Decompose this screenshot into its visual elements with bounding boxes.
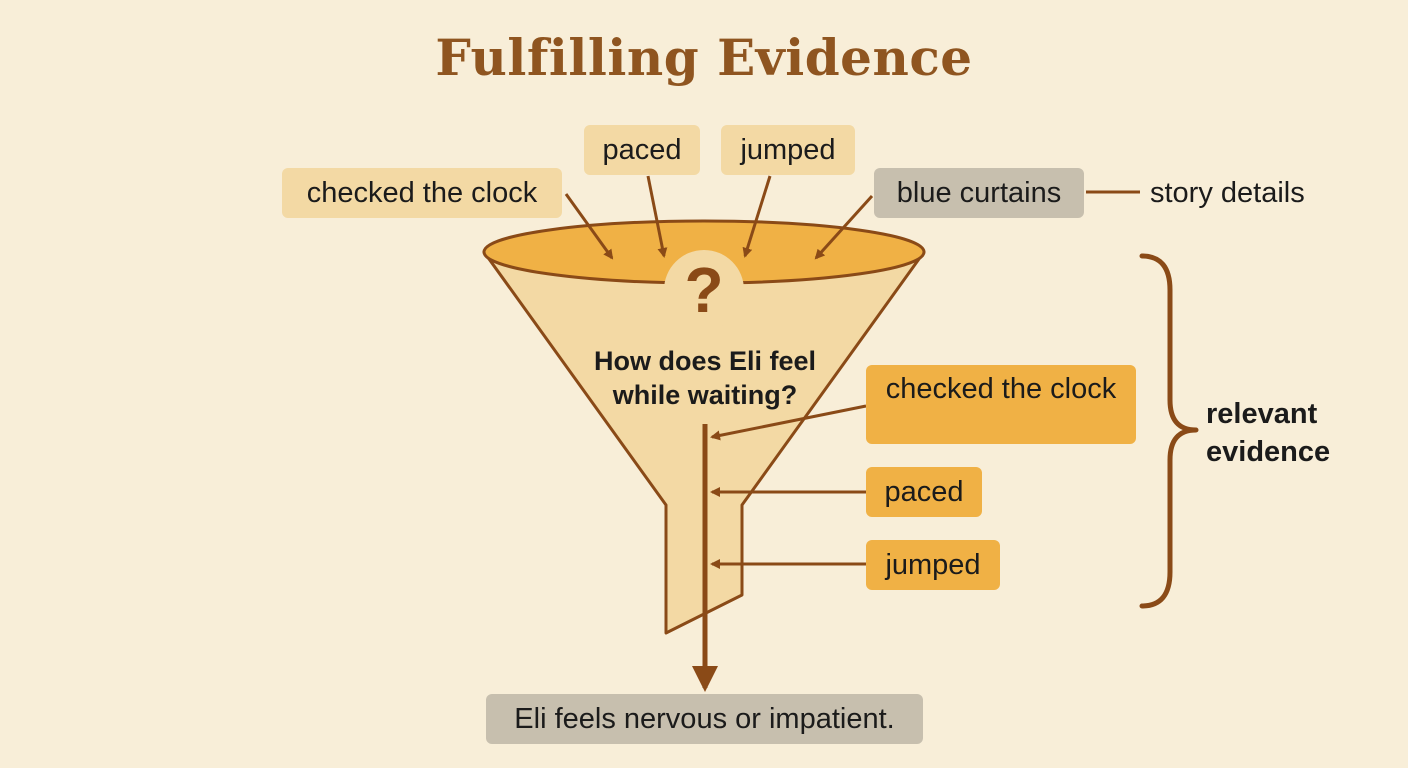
arrow-checked-clock-evidence: [710, 404, 867, 441]
evidence-chip-paced: paced: [866, 467, 982, 517]
story-details-label: story details: [1150, 177, 1305, 209]
detail-chip-blue-curtains: blue curtains: [874, 168, 1084, 218]
arrow-jumped-in: [742, 175, 772, 258]
funnel-question-line2: while waiting?: [612, 380, 798, 410]
detail-chip-jumped: jumped: [721, 125, 855, 175]
question-bubble: [664, 250, 744, 330]
arrow-paced-in: [646, 175, 668, 258]
detail-chip-paced: paced: [584, 125, 700, 175]
page-title: Fulfilling Evidence: [435, 28, 973, 87]
arrow-checked-clock-in: [564, 193, 614, 260]
funnel-question: How does Eli feel while waiting?: [540, 344, 870, 412]
evidence-chip-checked-clock: checked the clock: [866, 365, 1136, 444]
evidence-chip-jumped: jumped: [866, 540, 1000, 590]
relevant-evidence-label-line2: evidence: [1206, 436, 1331, 468]
question-mark-icon: ?: [684, 254, 724, 326]
funnel-question-line1: How does Eli feel: [593, 346, 817, 376]
detail-chip-checked-clock: checked the clock: [282, 168, 562, 218]
relevant-evidence-brace: [1139, 253, 1199, 609]
relevant-evidence-label-line1: relevant: [1206, 398, 1318, 430]
conclusion-chip: Eli feels nervous or impatient.: [486, 694, 923, 744]
relevant-evidence-label: relevant evidence: [1206, 395, 1330, 471]
arrow-blue-curtains-in: [814, 194, 874, 260]
